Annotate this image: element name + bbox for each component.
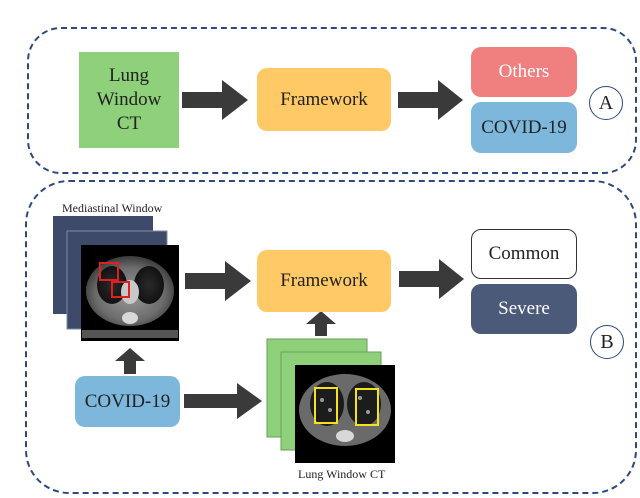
arrow-up-covid	[115, 348, 145, 374]
lung-bbox-1	[314, 387, 338, 424]
others-box: Others	[471, 47, 577, 97]
covid-label-a: COVID-19	[481, 116, 567, 138]
panel-b	[25, 180, 637, 494]
marker-b-label: B	[600, 330, 614, 353]
mediastinal-bbox-2	[111, 281, 130, 298]
framework-label-a: Framework	[280, 88, 368, 110]
others-label: Others	[498, 61, 550, 82]
lung-window-ct-label: Lung Window CT	[96, 65, 162, 134]
lung-window-ct-caption: Lung Window CT	[298, 467, 386, 481]
covid-box-a: COVID-19	[471, 102, 577, 153]
common-box: Common	[471, 229, 577, 279]
marker-a: A	[589, 86, 623, 120]
arrow-b2	[399, 259, 464, 299]
framework-box-b: Framework	[257, 250, 391, 312]
panel-a	[27, 27, 637, 174]
severe-label: Severe	[498, 298, 550, 319]
covid-box-b: COVID-19	[75, 376, 180, 427]
covid-label-b: COVID-19	[84, 390, 171, 412]
lung-bbox-2	[355, 388, 379, 426]
arrow-covid-lung	[184, 383, 262, 419]
severe-box: Severe	[471, 284, 577, 334]
lung-window-ct-box: Lung Window CT	[79, 52, 179, 148]
framework-label-b: Framework	[280, 270, 368, 291]
common-label: Common	[488, 243, 560, 264]
arrow-b1	[185, 261, 251, 301]
arrow-a2	[398, 80, 463, 120]
framework-box-a: Framework	[257, 68, 391, 131]
mediastinal-bbox-1	[99, 262, 119, 281]
arrow-up-lung	[306, 311, 336, 336]
marker-a-label: A	[598, 91, 614, 114]
mediastinal-window-caption: Mediastinal Window	[62, 201, 163, 215]
arrow-a1	[182, 80, 248, 120]
marker-b: B	[590, 325, 624, 359]
